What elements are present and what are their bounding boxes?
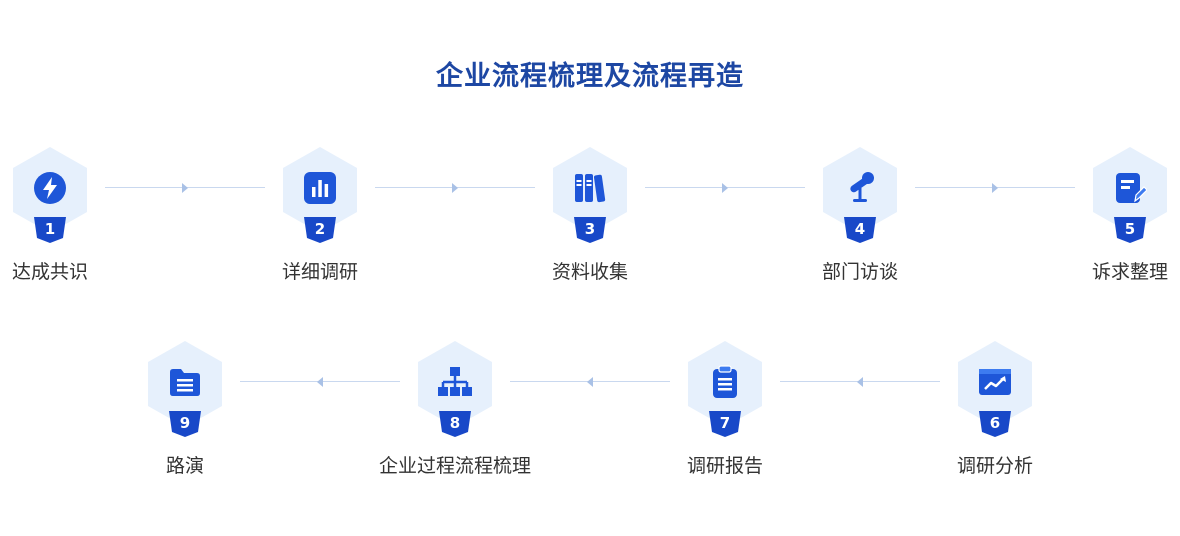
step-label: 诉求整理 — [1091, 261, 1168, 283]
step-9: 9 路演 — [90, 341, 280, 491]
step-number-badge: 4 — [844, 217, 876, 243]
arrow-connector — [375, 183, 535, 193]
hexagon: 6 — [958, 341, 1032, 437]
step-7: 7 调研报告 — [630, 341, 820, 491]
arrow-connector — [915, 183, 1075, 193]
step-3: 3 资料收集 — [495, 147, 685, 297]
hexagon: 1 — [13, 147, 87, 243]
books-icon — [575, 174, 606, 203]
arrow-connector — [240, 377, 400, 387]
step-1: 1 达成共识 — [0, 147, 145, 297]
step-number-badge: 3 — [574, 217, 606, 243]
arrow-connector — [105, 183, 265, 193]
step-4: 4 部门访谈 — [765, 147, 955, 297]
hexagon: 5 — [1093, 147, 1167, 243]
step-label: 达成共识 — [11, 261, 88, 283]
clipboard-icon — [713, 365, 737, 398]
diagram-title: 企业流程梳理及流程再造 — [436, 61, 744, 92]
step-label: 资料收集 — [551, 261, 628, 283]
step-label: 路演 — [165, 455, 204, 477]
hexagon: 3 — [553, 147, 627, 243]
step-6: 6 调研分析 — [900, 341, 1090, 491]
hexagon: 9 — [148, 341, 222, 437]
step-2: 2 详细调研 — [225, 147, 415, 297]
document-edit-icon — [1116, 173, 1147, 203]
trend-chart-icon — [979, 369, 1011, 395]
step-label: 企业过程流程梳理 — [378, 455, 531, 477]
microphone-icon — [850, 172, 874, 202]
step-number-badge: 6 — [979, 411, 1011, 437]
step-label: 部门访谈 — [821, 261, 898, 283]
bar-chart-icon — [304, 172, 336, 204]
step-number-badge: 1 — [34, 217, 66, 243]
arrow-connector — [780, 377, 940, 387]
step-number-badge: 8 — [439, 411, 471, 437]
hexagon: 4 — [823, 147, 897, 243]
lightning-icon — [34, 172, 66, 204]
folder-icon — [170, 369, 200, 396]
hexagon: 7 — [688, 341, 762, 437]
step-number-badge: 2 — [304, 217, 336, 243]
step-label: 调研分析 — [956, 455, 1033, 477]
step-label: 详细调研 — [281, 261, 358, 283]
arrow-connector — [645, 183, 805, 193]
arrow-connector — [510, 377, 670, 387]
step-number-badge: 5 — [1114, 217, 1146, 243]
hexagon: 8 — [418, 341, 492, 437]
hexagon: 2 — [283, 147, 357, 243]
step-number-badge: 9 — [169, 411, 201, 437]
step-number-badge: 7 — [709, 411, 741, 437]
step-5: 5 诉求整理 — [1035, 147, 1180, 297]
step-label: 调研报告 — [686, 455, 763, 477]
hierarchy-icon — [438, 367, 472, 396]
step-8: 8 企业过程流程梳理 — [360, 341, 550, 491]
